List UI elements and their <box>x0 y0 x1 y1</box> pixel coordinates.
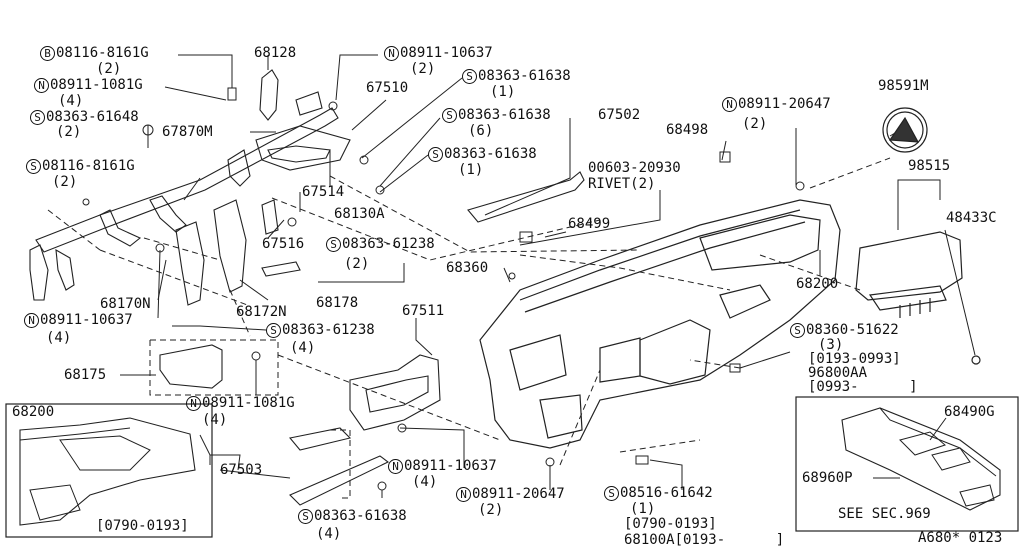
label-68170N: 68170N <box>100 296 151 312</box>
label-qty: (4) <box>58 93 84 109</box>
label-68490G: 68490G <box>944 404 995 420</box>
label-qty: (1) <box>630 501 656 517</box>
label-68128: 68128 <box>254 45 297 61</box>
label-date-range: [0193-0993] <box>808 351 901 367</box>
label-68498: 68498 <box>666 122 709 138</box>
inset-box-right <box>795 396 1019 532</box>
dashed-guides <box>47 157 891 499</box>
label-see-sec: SEE SEC.969 <box>838 506 931 522</box>
label-67516: 67516 <box>262 236 305 252</box>
label-qty: (4) <box>202 412 228 428</box>
label-68200: 68200 <box>796 276 839 292</box>
dash-frame-drawing <box>29 69 585 506</box>
label-98591M: 98591M <box>878 78 929 94</box>
label-67870M: 67870M <box>162 124 213 140</box>
label-68499: 68499 <box>568 216 611 232</box>
label-qty: (3) <box>818 337 844 353</box>
label-68100A: 68100A[0193- ] <box>624 532 785 548</box>
emblem-drawing <box>882 107 928 153</box>
label-qty: (2) <box>96 61 122 77</box>
label-67510: 67510 <box>366 80 409 96</box>
label-68172N: 68172N <box>236 304 287 320</box>
label-68178: 68178 <box>316 295 359 311</box>
label-qty: (4) <box>46 330 72 346</box>
label-68360: 68360 <box>446 260 489 276</box>
label-68130A: 68130A <box>334 206 385 222</box>
label-67502: 67502 <box>598 107 641 123</box>
label-qty: (1) <box>490 84 516 100</box>
label-qty: (1) <box>458 162 484 178</box>
label-qty: (2) <box>56 124 82 140</box>
label-qty: (6) <box>468 123 494 139</box>
label-67514: 67514 <box>302 184 345 200</box>
label-qty: (2) <box>344 256 370 272</box>
label-67511: 67511 <box>402 303 445 319</box>
label-qty: (2) <box>52 174 78 190</box>
label-68200-inset: 68200 <box>12 404 55 420</box>
label-48433C: 48433C <box>946 210 997 226</box>
label-qty: (4) <box>316 526 342 542</box>
label-67503: 67503 <box>220 462 263 478</box>
airbag-module-drawing <box>855 231 981 365</box>
label-qty: (2) <box>478 502 504 518</box>
inset-box-left <box>5 403 213 538</box>
diagram-code: A680* 0123 <box>918 530 1003 546</box>
fasteners <box>82 87 805 491</box>
label-qty: (4) <box>412 474 438 490</box>
label-00603-20930: 00603-20930 <box>588 160 681 176</box>
label-date-range: [0790-0193] <box>624 516 717 532</box>
instrument-panel-drawing <box>479 199 841 449</box>
label-68960P: 68960P <box>802 470 853 486</box>
label-98515: 98515 <box>908 158 951 174</box>
leader-lines <box>120 54 976 498</box>
label-qty: (2) <box>742 116 768 132</box>
label-inset-date: [0790-0193] <box>96 518 189 534</box>
label-qty: (2) <box>410 61 436 77</box>
label-rivet: RIVET(2) <box>588 176 656 192</box>
label-96800AA: 96800AA <box>808 365 868 381</box>
label-date-range: [0993- ] <box>808 379 918 395</box>
label-68175: 68175 <box>64 367 107 383</box>
label-qty: (4) <box>290 340 316 356</box>
